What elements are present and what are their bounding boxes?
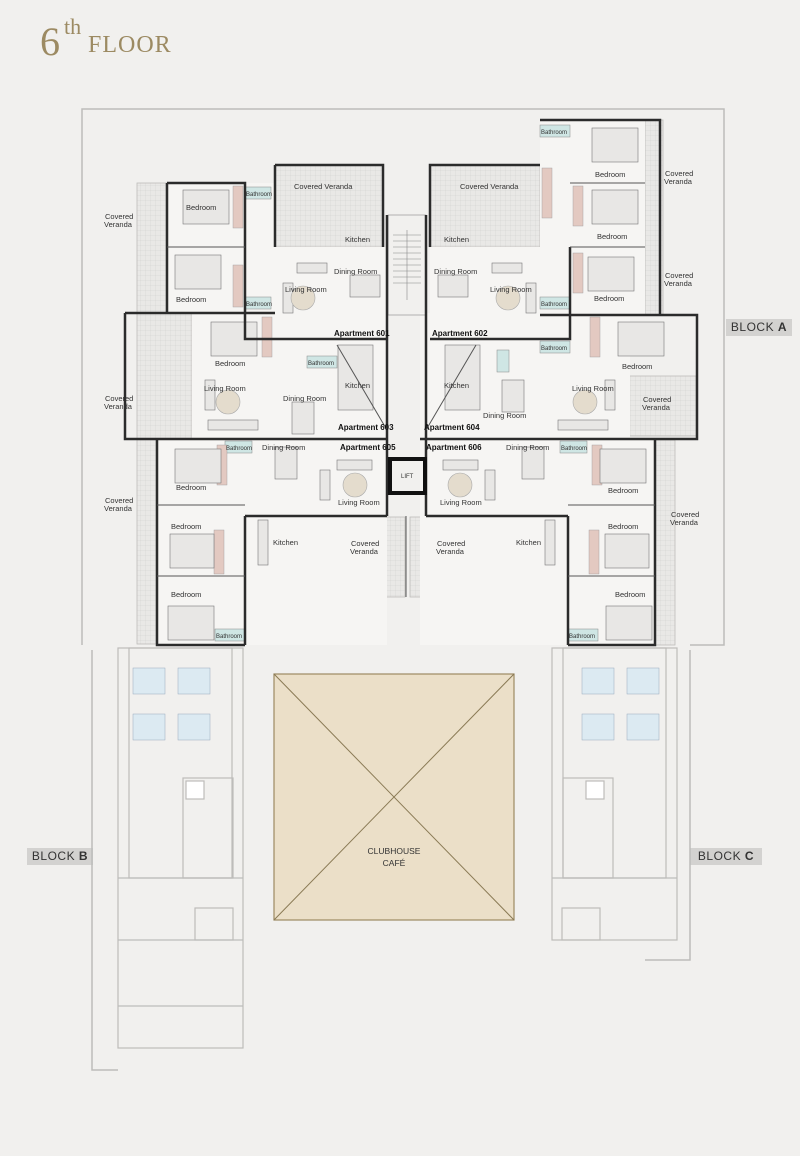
room-bathroom-label: Bathroom — [246, 192, 272, 198]
room-kitchen-label: Kitchen — [444, 235, 469, 244]
block-b-outline — [117, 647, 244, 1049]
room-bedroom-label: Bedroom — [215, 359, 245, 368]
room-dining-label: Dining Room — [262, 443, 305, 452]
veranda-label-line1: Covered — [105, 496, 133, 505]
clubhouse-label-line2: CAFÉ — [383, 858, 406, 868]
room-dining-label: Dining Room — [283, 394, 326, 403]
veranda-label-line2: Veranda — [670, 518, 699, 527]
room-labels: Bedroom Bedroom Bedroom Bedroom Bedroom … — [104, 130, 699, 640]
apartment-602-label: Apartment 602 — [432, 329, 488, 338]
room-bedroom-label: Bedroom — [171, 522, 201, 531]
veranda-label-line2: Veranda — [104, 504, 133, 513]
walls — [123, 118, 699, 647]
room-living-label: Living Room — [204, 384, 246, 393]
room-bedroom-label: Bedroom — [176, 295, 206, 304]
block-c-prefix: BLOCK — [697, 849, 745, 863]
veranda-label-line2: Veranda — [350, 547, 379, 556]
block-c-label: BLOCK C — [690, 848, 762, 865]
room-kitchen-label: Kitchen — [345, 235, 370, 244]
room-bedroom-label: Bedroom — [597, 232, 627, 241]
floor-word: FLOOR — [88, 32, 172, 58]
room-bedroom-label: Bedroom — [594, 294, 624, 303]
room-living-label: Living Room — [338, 498, 380, 507]
room-bathroom-label: Bathroom — [561, 446, 587, 452]
block-b-letter: B — [78, 849, 89, 863]
veranda-label-line2: Veranda — [664, 177, 693, 186]
veranda-label-line2: Veranda — [104, 220, 133, 229]
veranda-label-line1: Covered — [671, 510, 699, 519]
furniture — [167, 127, 665, 641]
room-bathroom-label: Bathroom — [541, 346, 567, 352]
veranda-label-line2: Veranda — [664, 279, 693, 288]
apartment-601-label: Apartment 601 — [334, 329, 390, 338]
round-rugs — [215, 285, 598, 498]
room-kitchen-label: Kitchen — [273, 538, 298, 547]
room-dining-label: Dining Room — [334, 267, 377, 276]
room-bedroom-label: Bedroom — [608, 486, 638, 495]
room-dining-label: Dining Room — [506, 443, 549, 452]
block-c-letter: C — [744, 849, 755, 863]
apartment-603-label: Apartment 603 — [338, 423, 394, 432]
veranda-label-line1: Covered — [105, 212, 133, 221]
room-bedroom-label: Bedroom — [595, 170, 625, 179]
wardrobes — [213, 167, 603, 575]
veranda-label-line2: Veranda — [436, 547, 465, 556]
room-bedroom-label: Bedroom — [608, 522, 638, 531]
apartment-604-label: Apartment 604 — [424, 423, 480, 432]
block-a-letter: A — [777, 320, 788, 334]
room-dining-label: Dining Room — [483, 411, 526, 420]
apartment-605-label: Apartment 605 — [340, 443, 396, 452]
block-c-panels — [581, 667, 660, 741]
room-living-label: Living Room — [490, 285, 532, 294]
floor-number: 6 — [40, 19, 60, 64]
block-b-panels — [132, 667, 211, 741]
room-bedroom-label: Bedroom — [176, 483, 206, 492]
site-outline — [81, 108, 725, 1071]
room-bedroom-label: Bedroom — [622, 362, 652, 371]
veranda-label: Covered Veranda — [294, 182, 353, 191]
room-living-label: Living Room — [285, 285, 327, 294]
room-kitchen-label: Kitchen — [516, 538, 541, 547]
veranda-label-line1: Covered — [105, 394, 133, 403]
veranda-label-line1: Covered — [643, 395, 671, 404]
room-kitchen-label: Kitchen — [345, 381, 370, 390]
lift-walls — [388, 457, 427, 495]
room-bathroom-label: Bathroom — [308, 361, 334, 367]
room-bathroom-label: Bathroom — [541, 302, 567, 308]
block-a-label: BLOCK A — [726, 319, 792, 336]
veranda-label: Covered Veranda — [460, 182, 519, 191]
clubhouse-label-line1: CLUBHOUSE — [368, 846, 421, 856]
veranda-label-line2: Veranda — [104, 402, 133, 411]
room-bedroom-label: Bedroom — [171, 590, 201, 599]
room-living-label: Living Room — [572, 384, 614, 393]
veranda-label-line1: Covered — [437, 539, 465, 548]
room-bathroom-label: Bathroom — [216, 634, 242, 640]
room-bathroom-label: Bathroom — [226, 446, 252, 452]
room-bathroom-label: Bathroom — [569, 634, 595, 640]
apartment-606-label: Apartment 606 — [426, 443, 482, 452]
room-bedroom-label: Bedroom — [186, 203, 216, 212]
stairwell — [387, 214, 427, 316]
block-a-prefix: BLOCK — [730, 320, 778, 334]
room-dining-label: Dining Room — [434, 267, 477, 276]
room-bathroom-label: Bathroom — [541, 130, 567, 136]
floor-suffix: th — [64, 14, 82, 39]
room-bathroom-label: Bathroom — [246, 302, 272, 308]
veranda-label-line1: Covered — [665, 169, 693, 178]
veranda-label-line1: Covered — [351, 539, 379, 548]
room-bedroom-label: Bedroom — [615, 590, 645, 599]
veranda-label-line2: Veranda — [642, 403, 671, 412]
veranda-label-line1: Covered — [665, 271, 693, 280]
clubhouse-cafe: CLUBHOUSE CAFÉ — [273, 673, 515, 921]
room-kitchen-label: Kitchen — [444, 381, 469, 390]
bathrooms — [214, 124, 599, 642]
block-b-prefix: BLOCK — [31, 849, 79, 863]
apartment-labels: Apartment 601 Apartment 602 Apartment 60… — [334, 329, 488, 452]
block-c-outline — [551, 647, 678, 941]
room-living-label: Living Room — [440, 498, 482, 507]
lift-label: LIFT — [401, 474, 414, 480]
block-b-label: BLOCK B — [27, 848, 93, 865]
interior-walls — [157, 182, 655, 597]
